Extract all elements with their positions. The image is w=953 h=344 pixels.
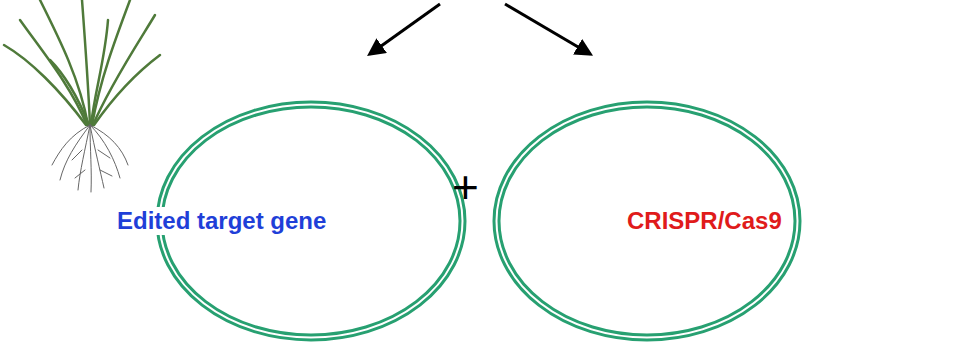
plus-sign: + bbox=[452, 162, 479, 212]
arrows bbox=[370, 4, 590, 54]
rice-plant bbox=[4, 0, 160, 192]
plasmid-ring: CRISPR/Cas9 bbox=[492, 100, 802, 342]
plasmid-label: Edited target gene bbox=[115, 207, 328, 235]
plasmid-ring: Edited target gene bbox=[155, 100, 467, 342]
plasmid-label: CRISPR/Cas9 bbox=[625, 207, 784, 235]
